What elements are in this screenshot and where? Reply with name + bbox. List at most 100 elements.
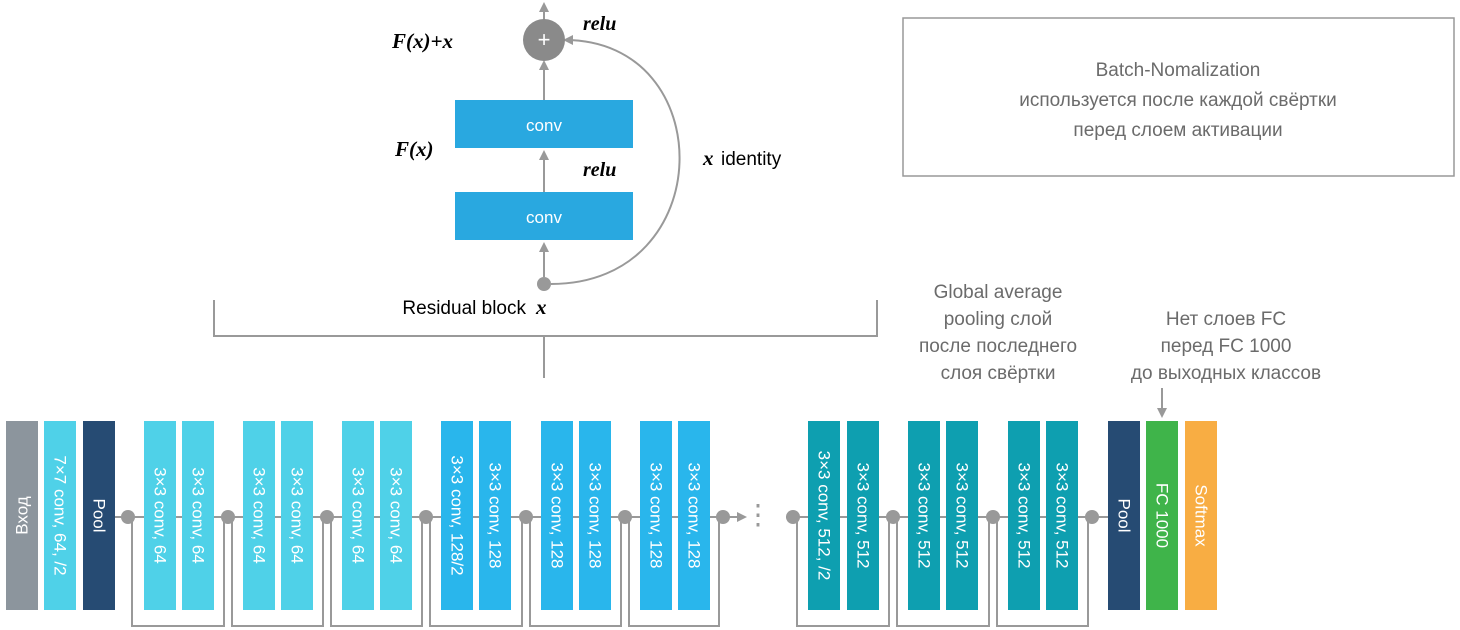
layer-label-6: 3×3 conv, 64 [250,467,269,564]
layer-block-4: 3×3 conv, 64 [144,421,176,610]
layer-label-3: Pool [90,498,109,532]
layer-block-3: Pool [83,421,115,610]
layer-rect-19 [946,421,978,610]
layer-rect-5 [182,421,214,610]
layer-rect-12 [541,421,573,610]
layer-rect-20 [1008,421,1040,610]
layer-label-23: FC 1000 [1153,483,1172,548]
layer-block-1: Вход [6,421,38,610]
layer-rect-9 [380,421,412,610]
layer-label-19: 3×3 conv, 512 [953,462,972,568]
layer-block-10: 3×3 conv, 128/2 [441,421,473,610]
layer-rect-4 [144,421,176,610]
layer-rect-24 [1185,421,1217,610]
layer-block-22: Pool [1108,421,1140,610]
layer-block-6: 3×3 conv, 64 [243,421,275,610]
junction-node-7 [716,510,730,524]
layer-label-1: Вход [13,496,32,535]
layer-label-11: 3×3 conv, 128 [486,462,505,568]
layer-rect-13 [579,421,611,610]
skip-connection-4 [429,517,523,627]
layer-rect-8 [342,421,374,610]
layer-label-16: 3×3 conv, 512, /2 [815,451,834,581]
layer-label-2: 7×7 conv, 64, /2 [51,455,70,575]
fc-note-line1: Нет слоев FC [1166,309,1286,330]
layer-label-9: 3×3 conv, 64 [387,467,406,564]
layer-label-20: 3×3 conv, 512 [1015,462,1034,568]
layer-rect-3 [83,421,115,610]
layer-rect-21 [1046,421,1078,610]
gap-note-line2: pooling слой [944,309,1053,330]
residual-conv-bottom [455,192,633,240]
junction-node-5 [519,510,533,524]
layer-rect-7 [281,421,313,610]
layer-block-2: 7×7 conv, 64, /2 [44,421,76,610]
layer-label-22: Pool [1115,498,1134,532]
layer-block-24: Softmax [1185,421,1217,610]
layer-label-13: 3×3 conv, 128 [586,462,605,568]
plus-symbol: + [538,27,551,52]
residual-block-caption: Residual block [402,298,526,319]
layer-rect-17 [847,421,879,610]
layer-rect-6 [243,421,275,610]
residual-conv-top [455,100,633,148]
layer-block-18: 3×3 conv, 512 [908,421,940,610]
gap-note-line1: Global average [934,282,1063,303]
batch-norm-line2: используется после каждой свёртки [1019,90,1337,111]
layer-block-16: 3×3 conv, 512, /2 [808,421,840,610]
layer-block-14: 3×3 conv, 128 [640,421,672,610]
layer-block-9: 3×3 conv, 64 [380,421,412,610]
skip-connection-2 [231,517,324,627]
layer-label-24: Softmax [1192,484,1211,547]
layer-block-7: 3×3 conv, 64 [281,421,313,610]
skip-connection-7 [796,517,890,627]
layer-label-4: 3×3 conv, 64 [151,467,170,564]
junction-node-3 [320,510,334,524]
layer-rect-2 [44,421,76,610]
layer-label-10: 3×3 conv, 128/2 [448,455,467,575]
zoom-bracket [213,300,878,337]
identity-word-label: identity [721,149,782,170]
layer-block-11: 3×3 conv, 128 [479,421,511,610]
junction-node-8 [786,510,800,524]
junction-node-2 [221,510,235,524]
skip-connection-9 [996,517,1089,627]
layer-block-21: 3×3 conv, 512 [1046,421,1078,610]
residual-block-diagram: conv conv + relu relu F(x)+x F(x) x iden… [391,2,782,319]
fc-note-line3: до выходных классов [1131,363,1321,384]
layer-rect-1 [6,421,38,610]
layer-block-5: 3×3 conv, 64 [182,421,214,610]
layer-rect-18 [908,421,940,610]
skip-connection-1 [131,517,225,627]
layer-label-12: 3×3 conv, 128 [548,462,567,568]
fx-plus-x-label: F(x)+x [391,29,453,53]
skip-connection-5 [529,517,622,627]
layer-label-7: 3×3 conv, 64 [288,467,307,564]
layer-block-13: 3×3 conv, 128 [579,421,611,610]
layer-label-18: 3×3 conv, 512 [915,462,934,568]
layer-label-17: 3×3 conv, 512 [854,462,873,568]
relu-mid-label: relu [583,159,616,181]
identity-shortcut-arc [550,35,681,285]
fx-label: F(x) [394,137,434,161]
residual-conv-top-label: conv [526,116,562,135]
junction-node-1 [121,510,135,524]
layer-rect-10 [441,421,473,610]
layer-rect-16 [808,421,840,610]
sum-node [523,19,565,61]
layer-block-19: 3×3 conv, 512 [946,421,978,610]
layer-block-20: 3×3 conv, 512 [1008,421,1040,610]
residual-conv-bottom-label: conv [526,208,562,227]
fc-note-line2: перед FC 1000 [1161,336,1292,357]
layer-label-15: 3×3 conv, 128 [685,462,704,568]
gap-note-line3: после последнего [919,336,1077,357]
layer-label-21: 3×3 conv, 512 [1053,462,1072,568]
batch-norm-box [902,17,1455,177]
layer-rect-22 [1108,421,1140,610]
batch-norm-line1: Batch-Nomalization [1096,60,1261,81]
ellipsis: ⋮ [744,499,772,530]
junction-node-10 [986,510,1000,524]
residual-input-node [537,277,551,291]
skip-connection-3 [330,517,423,627]
